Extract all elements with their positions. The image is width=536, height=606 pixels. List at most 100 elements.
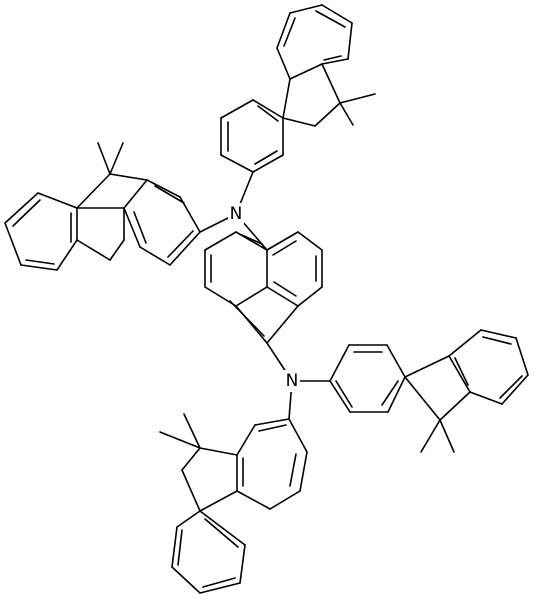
bond-line-49: [146, 179, 181, 198]
bond-line-43: [283, 17, 296, 47]
bond-line-23: [220, 154, 254, 173]
bond-line-53: [169, 231, 201, 266]
bond-line-21: [229, 300, 265, 337]
bond-line-94: [439, 391, 471, 421]
bond-line-114: [159, 431, 201, 449]
bond-line-9: [235, 286, 268, 307]
bond-line-96: [420, 419, 441, 453]
bond-line-72: [109, 239, 125, 261]
bond-line-118: [199, 582, 241, 594]
bond-line-56: [167, 230, 194, 258]
bond-line-47: [339, 102, 354, 126]
bond-line-58: [76, 173, 111, 209]
bond-line-42: [321, 58, 349, 65]
bond-line-17: [272, 240, 297, 256]
bond-line-37: [276, 47, 291, 80]
bond-line-102: [236, 490, 271, 510]
bond-line-105: [254, 418, 290, 426]
bond-line-112: [199, 490, 238, 512]
bond-line-120: [199, 510, 246, 546]
bond-line-108: [258, 424, 287, 432]
bond-line-104: [236, 424, 256, 456]
n2-label-background: [284, 370, 300, 392]
bond-line-84: [404, 355, 450, 378]
bond-line-50: [123, 179, 148, 209]
bond-line-64: [4, 222, 22, 266]
bond-line-116: [171, 526, 178, 568]
bond-line-62: [37, 192, 78, 209]
bond-line-83: [335, 380, 353, 408]
bond-line-77: [386, 344, 406, 378]
bond-line-87: [515, 337, 529, 376]
bond-line-33: [289, 63, 323, 80]
bond-line-55: [133, 211, 147, 244]
bond-line-61: [109, 142, 124, 175]
bond-line-69: [25, 259, 55, 265]
bond-line-44: [315, 10, 346, 28]
bond-line-60: [97, 142, 111, 175]
bond-line-54: [154, 185, 185, 204]
bond-line-35: [314, 102, 341, 127]
bond-line-4: [297, 231, 323, 251]
bond-line-101: [269, 490, 301, 510]
bond-line-51: [123, 207, 141, 248]
bond-line-97: [439, 419, 455, 453]
bond-line-89: [469, 391, 503, 405]
bond-line-45: [323, 55, 342, 61]
bond-line-30: [257, 105, 279, 122]
atom-labels: N N: [228, 203, 300, 392]
bond-line-110: [181, 447, 201, 471]
bond-line-46: [339, 93, 376, 104]
bond-line-111: [181, 469, 201, 512]
bond-line-6: [297, 286, 323, 307]
bond-line-122: [202, 577, 236, 588]
bond-line-57: [109, 173, 148, 181]
bond-line-99: [288, 418, 308, 453]
bond-line-119: [239, 544, 246, 584]
nitrogen-atom-label-lower: N: [286, 371, 299, 391]
n1-label-background: [228, 203, 244, 225]
bond-line-86: [480, 329, 517, 339]
bond-line-91: [482, 336, 512, 345]
bond-line-121: [177, 529, 183, 566]
bond-line-36: [282, 117, 316, 127]
bond-line-34: [321, 63, 341, 104]
bond-line-88: [501, 374, 529, 405]
bond-line-32: [282, 78, 291, 119]
bond-line-113: [183, 413, 201, 449]
bond-line-93: [454, 357, 469, 386]
bond-line-65: [20, 264, 58, 271]
bond-line-78: [387, 376, 406, 413]
bond-line-40: [321, 4, 353, 24]
bond-line-66: [56, 239, 78, 271]
bond-line-82: [381, 380, 399, 406]
bond-line-92: [499, 375, 523, 399]
bond-line-3: [266, 231, 299, 251]
bond-line-100: [299, 451, 308, 492]
bond-lines: [4, 4, 529, 594]
bond-line-95: [404, 376, 441, 421]
bond-line-31: [254, 150, 278, 165]
bond-line-39: [289, 4, 323, 14]
bond-line-115: [176, 510, 201, 528]
bond-line-63: [4, 192, 39, 224]
bond-line-71: [76, 239, 111, 261]
bond-line-7: [266, 286, 299, 307]
bond-line-117: [171, 566, 201, 594]
bond-line-26: [252, 99, 284, 119]
bond-line-13: [235, 231, 268, 251]
bond-line-25: [220, 99, 254, 119]
bond-line-68: [12, 199, 41, 227]
bond-line-75: [329, 344, 350, 382]
bond-line-106: [289, 453, 297, 487]
bond-line-22: [241, 234, 263, 245]
bond-line-15: [266, 305, 299, 344]
bond-line-85: [448, 329, 482, 357]
bond-line-19: [273, 281, 297, 297]
bond-line-90: [448, 355, 471, 393]
nitrogen-atom-label-upper: N: [230, 204, 243, 224]
bond-line-123: [204, 518, 239, 548]
bond-line-52: [139, 246, 171, 266]
bond-line-80: [329, 380, 351, 413]
